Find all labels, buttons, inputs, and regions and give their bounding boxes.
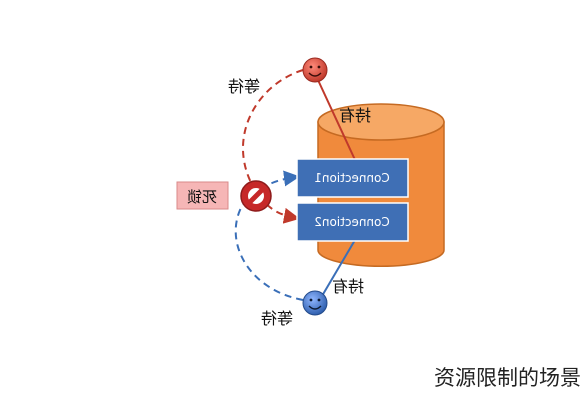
caption: 资源限制的场景 (434, 366, 581, 390)
connection2-label: Connection2 (314, 215, 390, 229)
connection1-box: Connection1 (296, 158, 409, 198)
connection1-label: Connection1 (314, 171, 390, 185)
red-wait-arc (242, 69, 304, 224)
hold-label-top: 持有 (339, 106, 371, 125)
wait-label-top: 等待 (228, 77, 260, 96)
blue-wait-arc (234, 170, 304, 301)
deadlock-label: 死锁 (187, 188, 217, 206)
blue-hold-line (321, 239, 356, 297)
hold-label-bottom: 持有 (332, 277, 364, 296)
no-entry-icon (240, 180, 272, 212)
deadlock-label-box: 死锁 (176, 181, 229, 210)
connection2-box: Connection2 (296, 202, 409, 242)
smiley-face-icon (302, 290, 328, 316)
red-hold-line (317, 79, 357, 163)
smiley-face-icon (302, 57, 328, 83)
wait-label-bottom: 等待 (261, 309, 293, 328)
